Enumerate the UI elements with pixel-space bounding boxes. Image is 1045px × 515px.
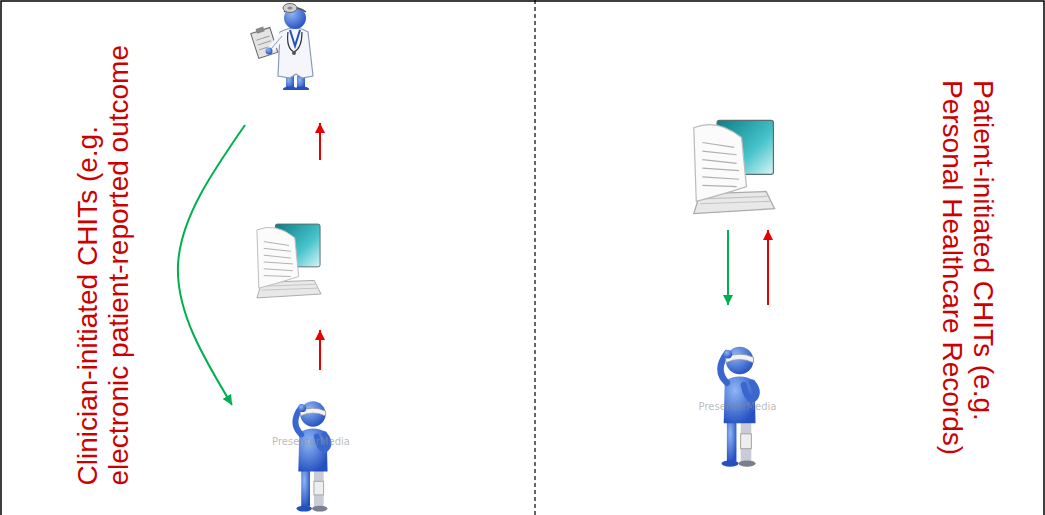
panel-band: Patient-initiated CHITs (e.g. Personal H… (535, 0, 1045, 515)
flow-arrow (178, 125, 245, 405)
patient-icon: PresenterMedia (272, 390, 350, 515)
doctor-icon (250, 2, 320, 90)
icon-graphic (295, 401, 328, 511)
computer-icon (254, 222, 322, 300)
watermark: PresenterMedia (695, 401, 780, 412)
computer-icon (688, 118, 778, 216)
panel-title: Patient-initiated CHITs (e.g. Personal H… (937, 80, 999, 490)
flow-arrow (767, 230, 769, 305)
watermark: PresenterMedia (272, 436, 350, 447)
patient-icon (272, 390, 350, 515)
flow-arrow (319, 330, 321, 370)
icon-graphic (257, 224, 321, 298)
flow-arrow (727, 230, 729, 305)
doctor-icon (250, 2, 320, 90)
flow-arrow (319, 123, 321, 160)
icon-graphic (694, 120, 775, 213)
panel-title: Clinician-initiated CHITs (e.g. electron… (72, 21, 134, 486)
icon-graphic (250, 4, 313, 92)
computer-icon (254, 222, 322, 300)
panel-band: Clinician-initiated CHITs (e.g. electron… (0, 0, 535, 515)
panel-divider (534, 0, 535, 515)
patient-icon: PresenterMedia (695, 335, 780, 470)
computer-icon (688, 118, 778, 216)
